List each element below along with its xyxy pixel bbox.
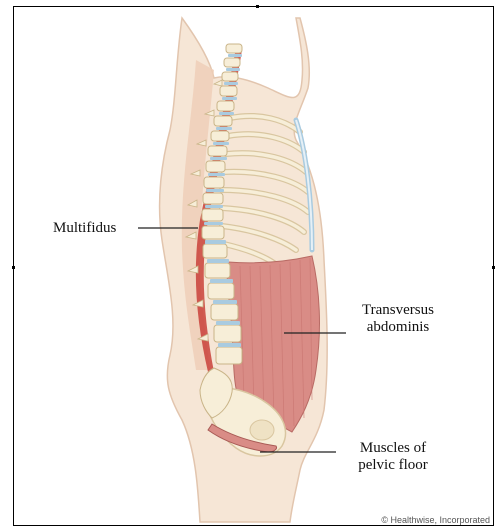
label-transversus-line1: Transversus: [343, 302, 453, 319]
label-multifidus: Multifidus: [53, 220, 116, 237]
label-pelvic-line1: Muscles of: [338, 440, 448, 457]
hip-socket: [250, 420, 274, 440]
label-transversus-abdominis: Transversus abdominis: [343, 302, 453, 336]
copyright-credit: © Healthwise, Incorporated: [381, 515, 490, 525]
label-pelvic-floor: Muscles of pelvic floor: [338, 440, 448, 474]
label-pelvic-line2: pelvic floor: [338, 457, 448, 474]
label-transversus-line2: abdominis: [343, 319, 453, 336]
